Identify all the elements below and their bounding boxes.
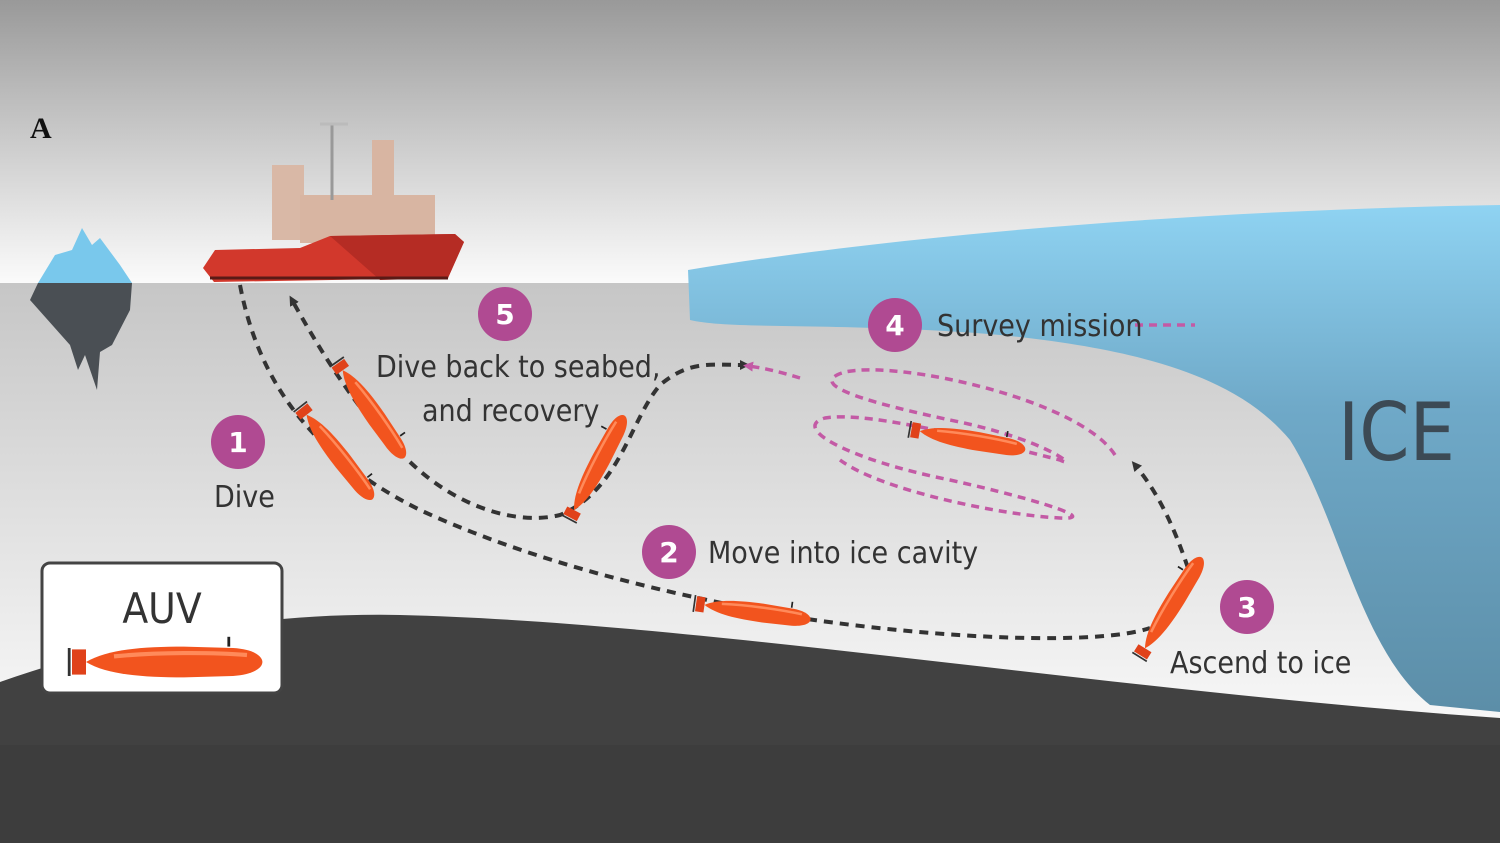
path-recovery (289, 295, 402, 457)
ice-shelf (688, 205, 1500, 712)
bottom-band (0, 745, 1500, 843)
legend-title: AUV (122, 584, 202, 633)
step-1: 1 Dive (211, 415, 275, 515)
survey-pattern (743, 323, 1195, 520)
svg-text:Dive: Dive (214, 480, 275, 515)
step-5: 5 Dive back to seabed, and recovery (376, 287, 660, 429)
auv-legend: AUV (40, 561, 284, 695)
ship-icon (203, 122, 464, 282)
mission-paths (238, 284, 1190, 641)
svg-text:4: 4 (885, 309, 904, 342)
svg-text:1: 1 (228, 426, 247, 459)
path-return (408, 359, 750, 520)
panel-label: A (30, 112, 52, 145)
svg-text:2: 2 (659, 536, 678, 569)
svg-text:Dive back to seabed,: Dive back to seabed, (376, 350, 660, 385)
svg-text:Ascend to ice: Ascend to ice (1170, 646, 1351, 681)
svg-text:3: 3 (1237, 591, 1256, 624)
step-3: 3 Ascend to ice (1170, 580, 1351, 681)
step-4: 4 Survey mission (868, 298, 1143, 352)
path-ascend (1131, 461, 1190, 569)
ice-label: ICE (1338, 386, 1455, 479)
svg-text:Move into ice cavity: Move into ice cavity (708, 536, 978, 571)
svg-text:Survey mission: Survey mission (937, 309, 1143, 344)
svg-text:5: 5 (495, 298, 514, 331)
step-2: 2 Move into ice cavity (642, 525, 978, 579)
svg-text:and recovery: and recovery (422, 394, 599, 429)
iceberg (30, 228, 132, 390)
seabed (0, 614, 1500, 745)
